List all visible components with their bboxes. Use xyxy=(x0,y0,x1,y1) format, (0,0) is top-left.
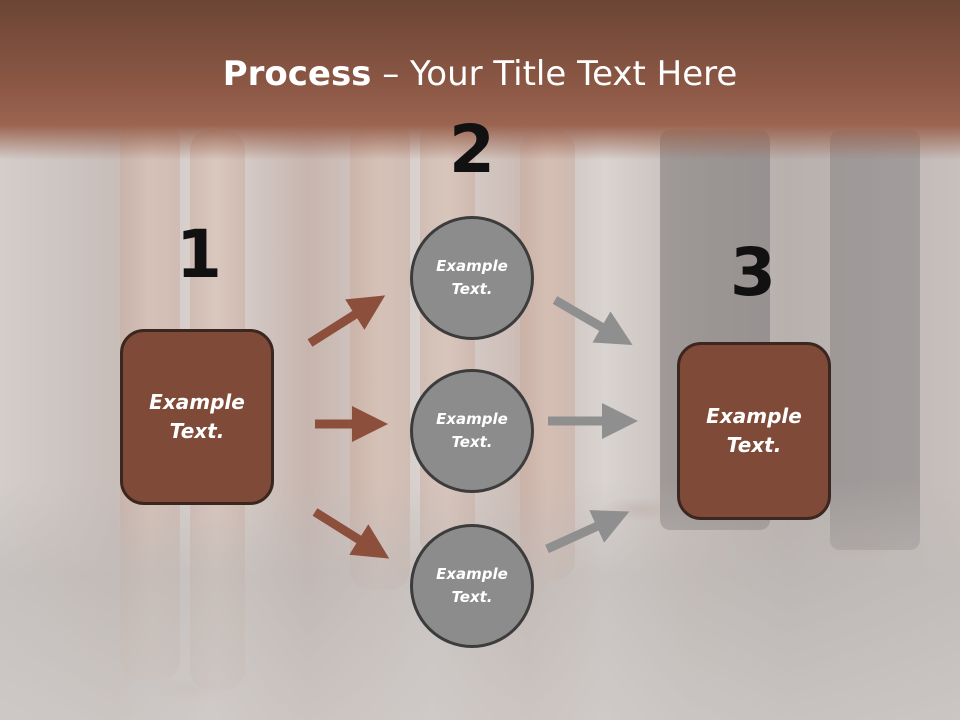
arrow-right-down xyxy=(312,508,390,559)
step-1-box[interactable]: Example Text. xyxy=(120,329,274,505)
step-number-2: 2 xyxy=(449,111,495,188)
step-3-box[interactable]: Example Text. xyxy=(677,342,831,520)
circle-text: Example Text. xyxy=(436,257,508,298)
title-band xyxy=(0,0,960,160)
title-rest: – Your Title Text Here xyxy=(371,54,738,94)
circle-text: Example Text. xyxy=(436,410,508,451)
arrow-right-up xyxy=(307,295,386,347)
slide-title: Process – Your Title Text Here xyxy=(0,54,960,94)
step-1-text: Example Text. xyxy=(149,390,245,443)
step-2-circle-top[interactable]: Example Text. xyxy=(410,216,534,340)
title-bold: Process xyxy=(222,54,372,94)
step-2-circle-middle[interactable]: Example Text. xyxy=(410,369,534,493)
circle-text: Example Text. xyxy=(436,565,508,606)
arrow-to-3-down xyxy=(552,296,633,346)
step-number-1: 1 xyxy=(176,216,222,293)
step-2-circle-bottom[interactable]: Example Text. xyxy=(410,524,534,648)
arrow-to-3-up xyxy=(545,510,630,554)
step-number-3: 3 xyxy=(730,234,776,311)
step-3-text: Example Text. xyxy=(706,404,802,457)
